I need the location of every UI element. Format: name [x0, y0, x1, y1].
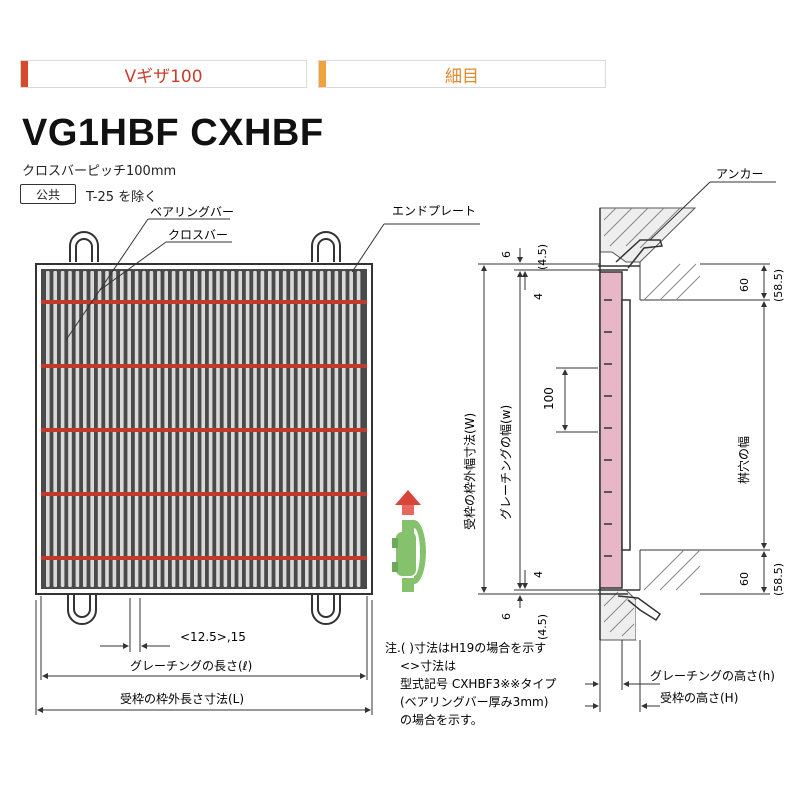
note-line: 型式記号 CXHBF3※※タイプ	[400, 676, 556, 691]
handle-bottom-left	[67, 594, 97, 625]
tab-accent-bar	[319, 61, 326, 87]
public-badge: 公共	[20, 184, 76, 204]
label-pitch: <12.5>,15	[180, 630, 246, 644]
tab-fine-mesh[interactable]: 細目	[318, 60, 606, 88]
public-note: T-25 を除く	[86, 190, 158, 205]
note: 注.( )寸法はH19の場合を示す <>寸法は 型式記号 CXHBF3※※タイプ…	[385, 640, 556, 727]
cross-bar	[41, 556, 367, 560]
dim-top-6: 6	[500, 251, 513, 258]
tab-v-giza-100[interactable]: Vギザ100	[20, 60, 307, 88]
dim-bottom-4: 4	[532, 571, 545, 578]
label-frame-height: 受枠の高さ(H)	[660, 690, 738, 705]
concrete-wall-section	[599, 207, 701, 641]
label-cross-bar: クロスバー	[168, 228, 228, 242]
note-line: の場合を示す。	[400, 712, 483, 727]
dim-right-585-bottom: (58.5)	[772, 563, 785, 596]
handle-bottom-right	[311, 594, 341, 625]
grating-plan	[35, 263, 373, 595]
label-frame-width: 受枠の枠外幅寸法(W)	[462, 413, 477, 530]
cross-bar	[41, 300, 367, 304]
cross-bar	[41, 364, 367, 368]
label-grating-length: グレーチングの長さ(ℓ)	[130, 659, 252, 673]
cross-bars	[41, 300, 367, 560]
cross-bar	[41, 492, 367, 496]
dim-top-45: (4.5)	[536, 244, 549, 270]
dim-bottom-45: (4.5)	[536, 614, 549, 640]
note-line: (ベアリングバー厚み3mm)	[400, 695, 548, 709]
label-bearing-bar: ベアリングバー	[150, 205, 234, 219]
product-title: VG1HBF CXHBF	[22, 112, 324, 154]
dim-right-60-bottom: 60	[738, 572, 751, 586]
anchor-top	[615, 239, 664, 269]
product-subtitle: クロスバーピッチ100mm	[22, 164, 177, 179]
label-end-plate: エンドプレート	[392, 204, 476, 218]
traffic-direction-icon	[392, 490, 426, 592]
label-grating-width: グレーチングの幅(w)	[498, 405, 513, 520]
handle-top-right	[311, 231, 341, 262]
dim-top-4: 4	[532, 293, 545, 300]
tab-accent-bar	[21, 61, 28, 87]
dim-right-585-top: (58.5)	[772, 269, 785, 302]
cross-bar	[41, 428, 367, 432]
note-line: <>寸法は	[400, 659, 456, 673]
tab-label: 細目	[445, 66, 479, 87]
handle-top-left	[69, 231, 99, 262]
anchor-bottom	[617, 595, 662, 622]
grating-section	[598, 239, 664, 622]
label-grating-height: グレーチングの高さ(h)	[650, 668, 775, 683]
note-line: 注.( )寸法はH19の場合を示す	[385, 640, 546, 655]
label-opening-width: 桝穴の幅	[736, 436, 751, 484]
dim-right-60-top: 60	[738, 278, 751, 292]
dim-bottom-6: 6	[500, 613, 513, 620]
label-frame-length: 受枠の枠外長さ寸法(L)	[120, 692, 244, 706]
label-anchor: アンカー	[716, 167, 764, 181]
dim-crossbar-pitch: 100	[542, 387, 556, 410]
tab-label: Vギザ100	[124, 66, 203, 87]
